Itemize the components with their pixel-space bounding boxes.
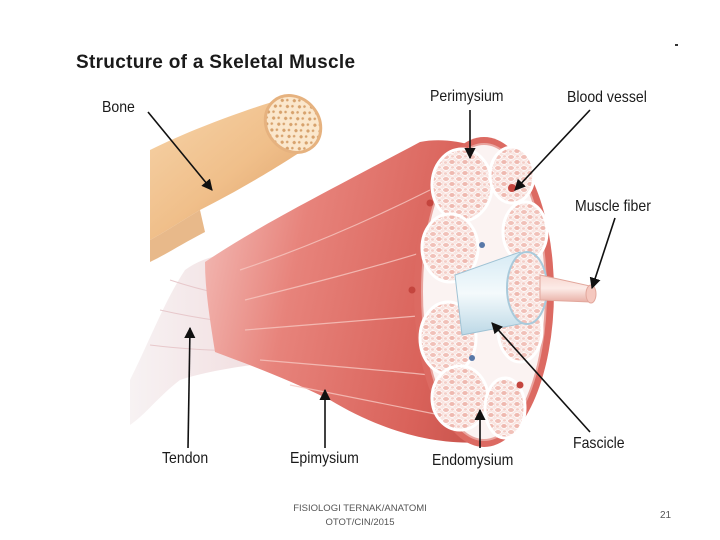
label-bone: Bone	[102, 99, 135, 116]
blood-vessel-pointer	[514, 109, 591, 191]
label-fascicle: Fascicle	[573, 435, 625, 452]
footer-line-2: OTOT/CIN/2015	[325, 517, 395, 528]
page-number: 21	[660, 510, 672, 521]
muscle-fiber-pointer	[589, 217, 616, 290]
muscle-cross-section	[408, 137, 597, 447]
label-perimysium: Perimysium	[430, 88, 504, 105]
label-blood-vessel: Blood vessel	[567, 89, 647, 106]
bone-pointer	[147, 111, 213, 191]
label-endomysium: Endomysium	[432, 452, 514, 469]
muscle-fiber-tube	[539, 274, 597, 304]
label-tendon: Tendon	[162, 450, 209, 467]
slide-footer: FISIOLOGI TERNAK/ANATOMI OTOT/CIN/2015	[270, 502, 450, 530]
fascicle-pointer	[491, 322, 591, 433]
label-muscle-fiber: Muscle fiber	[575, 198, 651, 215]
blood-vessel-dots	[408, 184, 524, 389]
corner-mark	[675, 44, 678, 46]
fascicle-tube	[454, 251, 548, 336]
tendon-pointer	[184, 326, 196, 449]
diagram-title: Structure of a Skeletal Muscle	[76, 52, 356, 73]
bone-shape	[150, 94, 323, 262]
footer-line-1: FISIOLOGI TERNAK/ANATOMI	[293, 503, 427, 514]
label-epimysium: Epimysium	[290, 450, 359, 467]
label-pointers	[147, 109, 616, 449]
